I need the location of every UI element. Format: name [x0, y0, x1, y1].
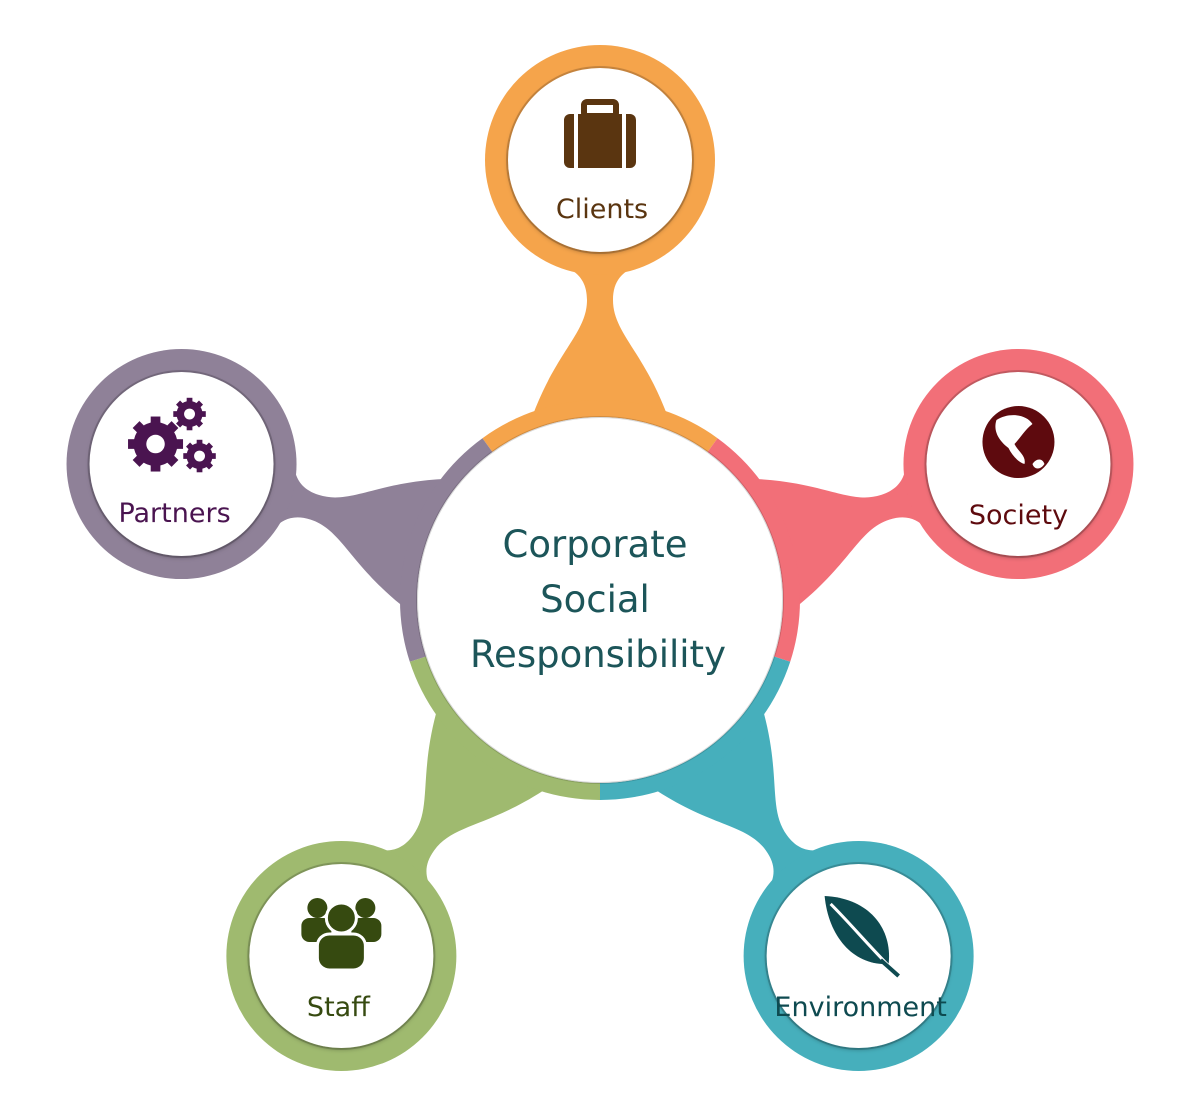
- leaf-icon: [824, 895, 900, 978]
- partners-label: Partners: [118, 498, 230, 529]
- gears-icon: [128, 397, 216, 473]
- center-line-1: Corporate: [503, 523, 688, 566]
- node-clients[interactable]: Clients: [485, 45, 715, 275]
- center-line-2: Social: [540, 578, 650, 621]
- people-icon: [301, 897, 382, 972]
- partners-ring-segment: [400, 438, 493, 662]
- clients-label: Clients: [556, 194, 648, 225]
- center-line-3: Responsibility: [470, 633, 726, 676]
- society-connector: [758, 439, 944, 605]
- node-environment[interactable]: Environment: [743, 840, 974, 1071]
- clients-ring-segment: [482, 400, 718, 452]
- environment-label: Environment: [774, 992, 946, 1023]
- partners-connector: [256, 439, 442, 605]
- briefcase-icon: [564, 99, 636, 168]
- society-ring-segment: [707, 438, 800, 662]
- node-staff[interactable]: Staff: [226, 840, 457, 1071]
- clients-connector: [534, 258, 666, 412]
- center-circle: [416, 416, 784, 784]
- node-partners[interactable]: Partners: [66, 349, 297, 580]
- society-label: Society: [969, 500, 1068, 531]
- staff-ring-segment: [409, 656, 600, 800]
- staff-label: Staff: [307, 992, 371, 1023]
- environment-ring-segment: [600, 656, 791, 800]
- center-title: Corporate Social Responsibility: [470, 523, 726, 676]
- node-society[interactable]: Society: [903, 349, 1134, 580]
- globe-icon: [982, 406, 1055, 479]
